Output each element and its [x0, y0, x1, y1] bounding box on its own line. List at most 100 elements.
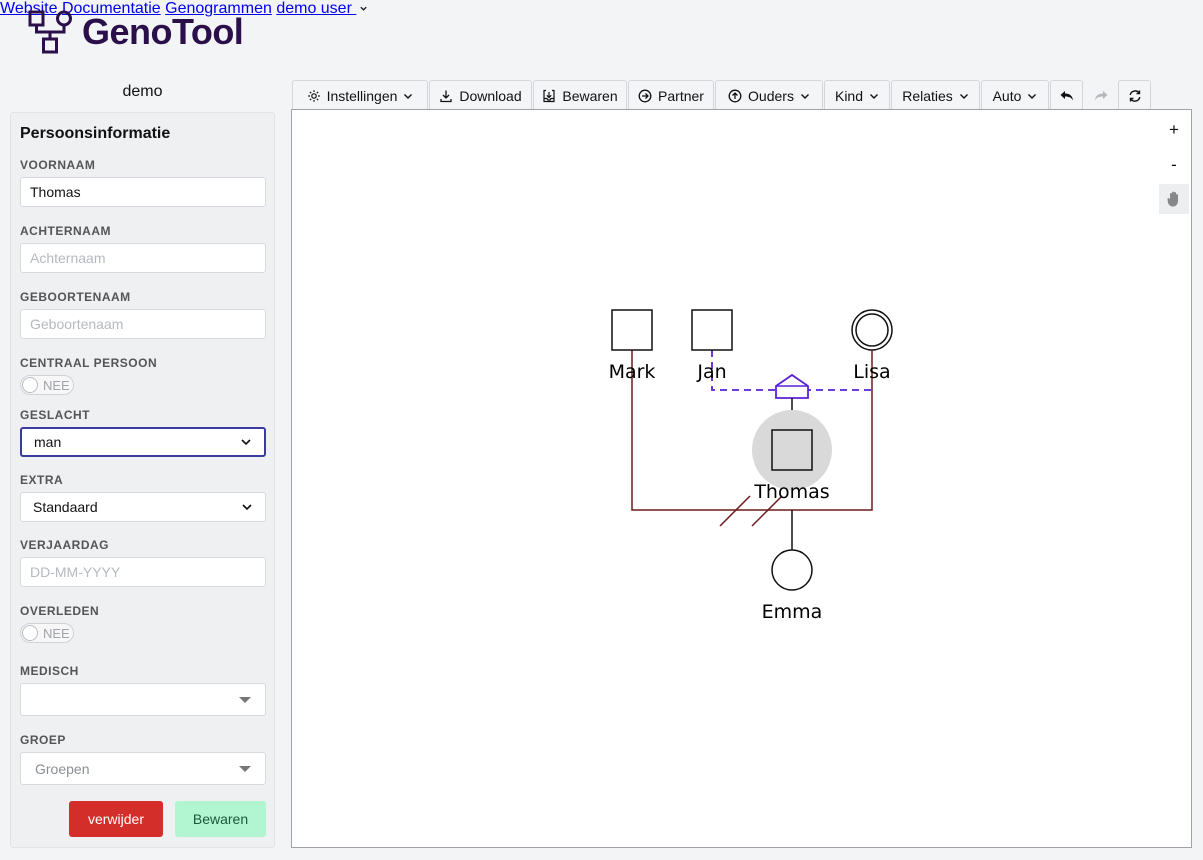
undo-icon	[1060, 90, 1073, 100]
achternaam-label: ACHTERNAAM	[20, 224, 111, 238]
nav-genogrammen[interactable]: Genogrammen	[165, 0, 272, 17]
top-nav: Website Documentatie Genogrammen demo us…	[0, 0, 1203, 18]
save-diagram-button[interactable]: Bewaren	[533, 80, 627, 110]
nav-user-menu[interactable]: demo user	[276, 0, 368, 17]
medisch-select[interactable]	[20, 683, 266, 716]
delete-person-button[interactable]: verwijder	[69, 801, 163, 837]
caret-down-icon	[239, 765, 251, 772]
pan-hand-button[interactable]	[1159, 184, 1189, 214]
person-name: Mark	[609, 361, 656, 383]
person-node-selected[interactable]: Thomas	[752, 410, 832, 503]
caret-down-icon	[239, 696, 251, 703]
panel-title: Persoonsinformatie	[20, 125, 171, 142]
groep-label: GROEP	[20, 733, 66, 747]
chevron-down-icon	[870, 93, 879, 99]
add-child-button[interactable]: Kind	[824, 80, 890, 110]
project-name: demo	[122, 83, 163, 100]
centraal-persoon-toggle[interactable]: NEE	[20, 375, 74, 395]
overleden-label: OVERLEDEN	[20, 604, 100, 618]
overleden-toggle[interactable]: NEE	[20, 623, 74, 643]
groep-select[interactable]: Groepen	[20, 752, 266, 785]
toggle-text: NEE	[43, 625, 70, 641]
toggle-knob	[22, 625, 38, 641]
person-node[interactable]: Emma	[762, 549, 823, 623]
chevron-down-icon	[404, 93, 413, 99]
add-partner-button[interactable]: Partner	[628, 80, 714, 110]
male-symbol	[611, 309, 653, 351]
settings-menu-button[interactable]: Instellingen	[292, 80, 428, 110]
geslacht-label: GESLACHT	[20, 408, 90, 422]
parents-label: Ouders	[748, 87, 794, 104]
child-label: Kind	[834, 87, 864, 104]
extra-label: EXTRA	[20, 473, 64, 487]
arrow-right-circle-icon	[638, 89, 652, 102]
genogram-canvas[interactable]: + - Mark Jan	[291, 109, 1192, 848]
chevron-down-icon	[242, 504, 252, 511]
zoom-in-button[interactable]: +	[1169, 120, 1179, 139]
settings-label: Instellingen	[326, 87, 398, 104]
zoom-out-button[interactable]: -	[1171, 155, 1177, 174]
geslacht-value: man	[34, 434, 62, 450]
voornaam-label: VOORNAAM	[20, 158, 96, 172]
chevron-down-icon	[360, 6, 368, 11]
person-node[interactable]: Mark	[609, 309, 656, 383]
medisch-label: MEDISCH	[20, 664, 79, 678]
person-node[interactable]: Jan	[691, 309, 733, 383]
divorce-relation[interactable]	[631, 350, 873, 550]
app-logo[interactable]: GenoTool	[28, 10, 244, 54]
undo-button[interactable]	[1050, 80, 1083, 110]
download-button[interactable]: Download	[429, 80, 532, 110]
refresh-button[interactable]	[1118, 80, 1151, 110]
female-symbol	[851, 309, 893, 351]
person-name: Lisa	[853, 361, 890, 383]
geboortenaam-label: GEBOORTENAAM	[20, 290, 131, 304]
user-name: demo user	[276, 0, 352, 17]
groep-placeholder: Groepen	[35, 760, 90, 777]
double-circle-marker	[855, 313, 889, 347]
download-icon	[440, 90, 453, 102]
achternaam-input[interactable]	[20, 243, 266, 273]
save-tray-icon	[543, 89, 555, 102]
toggle-knob	[22, 377, 38, 393]
person-name: Jan	[696, 361, 726, 383]
person-name: Emma	[762, 601, 823, 623]
gear-icon	[307, 89, 320, 102]
geslacht-select[interactable]: man	[20, 427, 266, 457]
relations-label: Relaties	[902, 87, 953, 104]
genogram-diagram: Mark Jan Lisa Thomas Emma	[609, 309, 893, 623]
redo-button[interactable]	[1084, 80, 1117, 110]
male-symbol	[771, 429, 813, 471]
relations-menu-button[interactable]: Relaties	[891, 80, 980, 110]
geboortenaam-input[interactable]	[20, 309, 266, 339]
chevron-down-icon	[241, 439, 251, 446]
toggle-text: NEE	[43, 377, 70, 393]
verjaardag-input[interactable]	[20, 557, 266, 587]
chevron-down-icon	[959, 93, 968, 99]
extra-value: Standaard	[33, 499, 98, 515]
voornaam-input[interactable]	[20, 177, 266, 207]
selection-highlight	[752, 410, 832, 490]
save-person-button[interactable]: Bewaren	[175, 801, 266, 837]
person-node[interactable]: Lisa	[851, 309, 893, 383]
person-name: Thomas	[753, 481, 829, 503]
person-info-panel: Persoonsinformatie VOORNAAM ACHTERNAAM G…	[10, 112, 275, 848]
auto-label: Auto	[992, 87, 1022, 104]
refresh-icon	[1129, 89, 1140, 102]
chevron-down-icon	[1028, 93, 1037, 99]
app-name: GenoTool	[82, 11, 244, 52]
genogram-logo-icon	[28, 10, 72, 54]
verjaardag-label: VERJAARDAG	[20, 538, 110, 552]
save-diagram-label: Bewaren	[562, 87, 618, 104]
add-parents-button[interactable]: Ouders	[715, 80, 823, 110]
extra-select[interactable]: Standaard	[20, 492, 266, 522]
redo-icon	[1094, 90, 1107, 100]
download-label: Download	[459, 87, 522, 104]
nav-documentatie[interactable]: Documentatie	[61, 0, 161, 17]
female-symbol	[771, 549, 813, 591]
partner-label: Partner	[658, 87, 704, 104]
hand-icon	[1167, 191, 1178, 207]
partner-relation[interactable]	[711, 350, 872, 430]
centraal-persoon-label: CENTRAAL PERSOON	[20, 356, 158, 370]
chevron-down-icon	[800, 93, 809, 99]
auto-layout-button[interactable]: Auto	[981, 80, 1049, 110]
